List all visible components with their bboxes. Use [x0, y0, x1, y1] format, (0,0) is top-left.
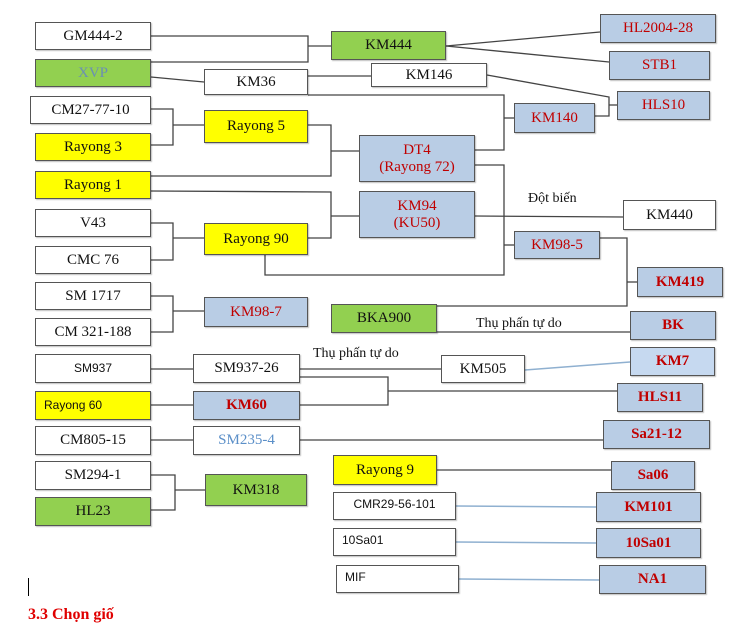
node-cmr29-56-101: CMR29-56-101 — [333, 492, 456, 520]
node-sa21-12: Sa21-12 — [603, 420, 710, 449]
node-sm937: SM937 — [35, 354, 151, 383]
node-km94-alias: (KU50) — [393, 214, 441, 231]
node-bka900: BKA900 — [331, 304, 437, 333]
node-km94-name: KM94 — [397, 197, 437, 214]
node-sm1717: SM 1717 — [35, 282, 151, 310]
node-cm27-77-10: CM27-77-10 — [30, 96, 151, 124]
node-stb1: STB1 — [609, 51, 710, 80]
node-rayong5: Rayong 5 — [204, 110, 308, 143]
label-open-pollination-2: Thụ phấn tự do — [313, 346, 399, 361]
node-km98-7: KM98-7 — [204, 297, 308, 327]
node-km146: KM146 — [371, 63, 487, 87]
node-km60: KM60 — [193, 391, 300, 420]
node-rayong1: Rayong 1 — [35, 171, 151, 199]
node-sm937-26: SM937-26 — [193, 354, 300, 383]
node-sm294-1: SM294-1 — [35, 461, 151, 490]
node-10sa01-parent: 10Sa01 — [333, 528, 456, 556]
node-km140: KM140 — [514, 103, 595, 133]
node-km440: KM440 — [623, 200, 716, 230]
node-xvp: XVP — [35, 59, 151, 87]
node-km419: KM419 — [637, 267, 723, 297]
node-cmc76: CMC 76 — [35, 246, 151, 274]
node-sm235-4: SM235-4 — [193, 426, 300, 455]
node-dt4-alias: (Rayong 72) — [379, 158, 455, 175]
node-km505: KM505 — [441, 355, 525, 383]
node-km318: KM318 — [205, 474, 307, 506]
node-hls11: HLS11 — [617, 383, 703, 412]
text-cursor — [28, 578, 29, 596]
node-na1: NA1 — [599, 565, 706, 594]
node-rayong9: Rayong 9 — [333, 455, 437, 485]
node-mif: MIF — [336, 565, 459, 593]
node-km101: KM101 — [596, 492, 701, 522]
node-sa06: Sa06 — [611, 461, 695, 490]
label-open-pollination-1: Thụ phấn tự do — [476, 316, 562, 331]
node-rayong60: Rayong 60 — [35, 391, 151, 420]
node-cm805-15: CM805-15 — [35, 426, 151, 455]
node-rayong3: Rayong 3 — [35, 133, 151, 161]
node-km94: KM94(KU50) — [359, 191, 475, 238]
node-v43: V43 — [35, 209, 151, 237]
node-km7: KM7 — [630, 347, 715, 376]
node-km444: KM444 — [331, 31, 446, 60]
node-cm321-188: CM 321-188 — [35, 318, 151, 346]
node-dt4-name: DT4 — [403, 141, 431, 158]
label-mutation: Đột biến — [528, 191, 577, 206]
node-hl2004-28: HL2004-28 — [600, 14, 716, 43]
node-bk: BK — [630, 311, 716, 340]
node-10sa01: 10Sa01 — [596, 528, 701, 558]
section-heading: 3.3 Chọn giố — [28, 606, 114, 623]
node-dt4: DT4(Rayong 72) — [359, 135, 475, 182]
node-hls10: HLS10 — [617, 91, 710, 120]
node-km36: KM36 — [204, 69, 308, 95]
node-hl23: HL23 — [35, 497, 151, 526]
node-gm444-2: GM444-2 — [35, 22, 151, 50]
node-km98-5: KM98-5 — [514, 231, 600, 259]
node-rayong90: Rayong 90 — [204, 223, 308, 255]
